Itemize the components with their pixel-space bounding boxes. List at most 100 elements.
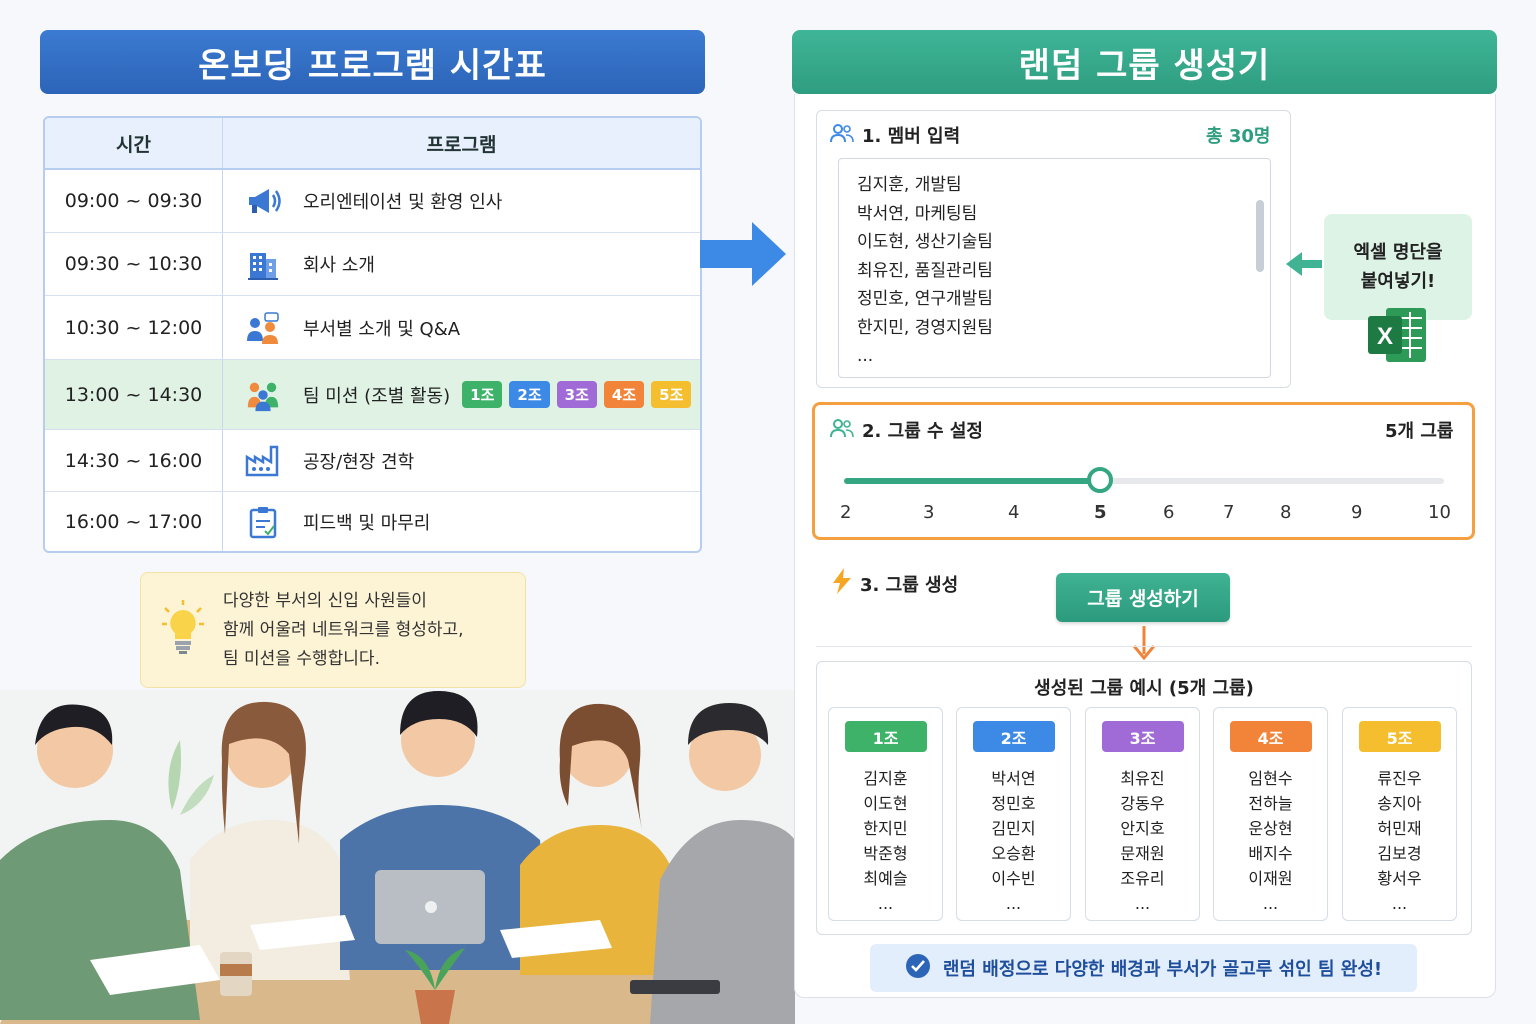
group-member: 전하늘 [1248,794,1293,813]
group-member: ... [1262,894,1279,913]
row-program: 부서별 소개 및 Q&A [303,318,461,340]
group-badge: 4조 [1229,721,1312,752]
group-member: 한지민 [863,819,908,838]
group-badge: 3조 [1101,721,1184,752]
down-arrow-icon [1132,626,1156,664]
group-member: 강동우 [1120,794,1165,813]
schedule-table: 시간 프로그램 09:00 ~ 09:30 오리엔테이션 및 환영 인사 09:… [43,116,702,553]
slider-track[interactable] [844,478,1444,484]
group-count-card [812,402,1475,540]
schedule-row: 09:30 ~ 10:30 회사 소개 [45,233,700,296]
generate-button[interactable]: 그룹 생성하기 [1056,573,1230,622]
divider [816,646,1472,647]
group-member: 허민재 [1377,819,1422,838]
group-column: 2조 박서연 정민호 김민지 오승환 이수빈 ... [956,707,1071,921]
schedule-row: 14:30 ~ 16:00 공장/현장 견학 [45,430,700,492]
group-member: 이도현 [863,794,908,813]
row-program: 회사 소개 [303,255,375,276]
group-badge: 1조 [844,721,927,752]
group-member: 배지수 [1248,844,1293,863]
group-section-title: 2. 그룹 수 설정 [862,421,983,442]
check-circle-icon [905,953,931,984]
group-member: ... [1005,894,1022,913]
group-member: 임현수 [1248,769,1293,788]
row-program: 공장/현장 견학 [303,451,415,473]
group-member: 황서우 [1377,869,1422,888]
group-member: 이재원 [1248,869,1293,888]
group-member: ... [1134,894,1151,913]
right-arrow-icon [700,220,790,292]
schedule-row: 10:30 ~ 12:00 부서별 소개 및 Q&A [45,296,700,360]
group-member: 최예슬 [863,869,908,888]
tip-line: 팀 미션을 수행합니다. [223,648,380,669]
group-column: 5조 류진우 송지아 허민재 김보경 황서우 ... [1342,707,1457,921]
generator-title: 랜덤 그룹 생성기 [792,30,1497,94]
excel-icon: X [1366,306,1428,368]
group-column: 1조 김지훈 이도현 한지민 박준형 최예슬 ... [828,707,943,921]
group-column: 4조 임현수 전하늘 운상현 배지수 이재원 ... [1213,707,1328,921]
clipboard-icon [245,504,281,540]
row-time: 10:30 ~ 12:00 [45,296,223,359]
lightbulb-icon [161,598,205,662]
row-time: 09:00 ~ 09:30 [45,170,223,232]
column-header-program: 프로그램 [426,133,497,156]
member-total: 총 30명 [1206,126,1271,147]
completion-banner: 랜덤 배정으로 다양한 배경과 부서가 골고루 섞인 팀 완성! [870,944,1417,992]
schedule-title: 온보딩 프로그램 시간표 [40,30,705,94]
group-member: 이수빈 [991,869,1036,888]
group-member: 조유리 [1120,869,1165,888]
group-member: 박준형 [863,844,908,863]
group-member: 김보경 [1377,844,1422,863]
group-member: 정민호 [991,794,1036,813]
banner-text: 랜덤 배정으로 다양한 배경과 부서가 골고루 섞인 팀 완성! [942,959,1383,980]
column-header-time: 시간 [45,118,223,168]
member-line: 박서연, 마케팅팀 [857,203,978,224]
slider-thumb[interactable] [1087,467,1113,493]
excel-hint-line: 붙여넣기! [1360,271,1436,292]
row-program: 팀 미션 (조별 활동) [303,385,451,407]
team-tag-4: 4조 [603,381,645,408]
excel-paste-hint: 엑셀 명단을 붙여넣기! [1324,214,1472,320]
schedule-row: 16:00 ~ 17:00 피드백 및 마무리 [45,492,700,551]
group-member: 김지훈 [863,769,908,788]
member-line: 정민호, 연구개발팀 [857,289,993,309]
schedule-row-highlighted: 13:00 ~ 14:30 팀 미션 (조별 활동) 1조 2조 3조 4조 5… [45,360,700,430]
slider-tick: 8 [1280,502,1292,523]
tip-box: 다양한 부서의 신입 사원들이 함께 어울려 네트워크를 형성하고, 팀 미션을… [140,572,526,688]
excel-hint-line: 엑셀 명단을 [1353,242,1443,263]
slider-tick: 6 [1163,502,1175,523]
member-line: 이도현, 생산기술팀 [857,232,993,252]
member-line: 최유진, 품질관리팀 [857,260,993,281]
member-input-card [816,110,1291,388]
slider-tick: 4 [1008,502,1020,523]
schedule-row: 09:00 ~ 09:30 오리엔테이션 및 환영 인사 [45,170,700,233]
member-textarea[interactable]: 김지훈, 개발팀 박서연, 마케팅팀 이도현, 생산기술팀 최유진, 품질관리팀… [838,158,1271,378]
member-section-title: 1. 멤버 입력 [862,126,961,147]
row-program: 오리엔테이션 및 환영 인사 [303,192,503,213]
megaphone-icon [245,183,281,219]
group-member: 김민지 [991,819,1036,838]
slider-fill [844,478,1100,484]
group-member: ... [877,894,894,913]
member-line: 김지훈, 개발팀 [857,175,962,195]
tip-line: 함께 어울려 네트워크를 형성하고, [223,619,464,640]
team-tag-3: 3조 [556,381,597,408]
textarea-scrollbar[interactable] [1256,200,1264,272]
slider-tick: 10 [1428,502,1451,523]
group-member: 안지호 [1120,819,1165,838]
group-member: ... [1391,894,1408,913]
group-column: 3조 최유진 강동우 안지호 문재원 조유리 ... [1085,707,1200,921]
building-icon [245,246,281,282]
row-time: 14:30 ~ 16:00 [45,430,223,491]
slider-tick-selected: 5 [1094,502,1107,523]
member-line: ... [857,346,874,366]
users-icon [830,418,854,443]
team-tag-2: 2조 [509,381,550,408]
group-member: 류진우 [1377,769,1422,788]
member-line: 한지민, 경영지원팀 [857,317,993,338]
team-icon [245,377,281,413]
row-time: 13:00 ~ 14:30 [45,360,223,429]
people-chat-icon [245,310,281,346]
group-member: 최유진 [1120,769,1165,788]
group-member: 문재원 [1120,844,1165,863]
